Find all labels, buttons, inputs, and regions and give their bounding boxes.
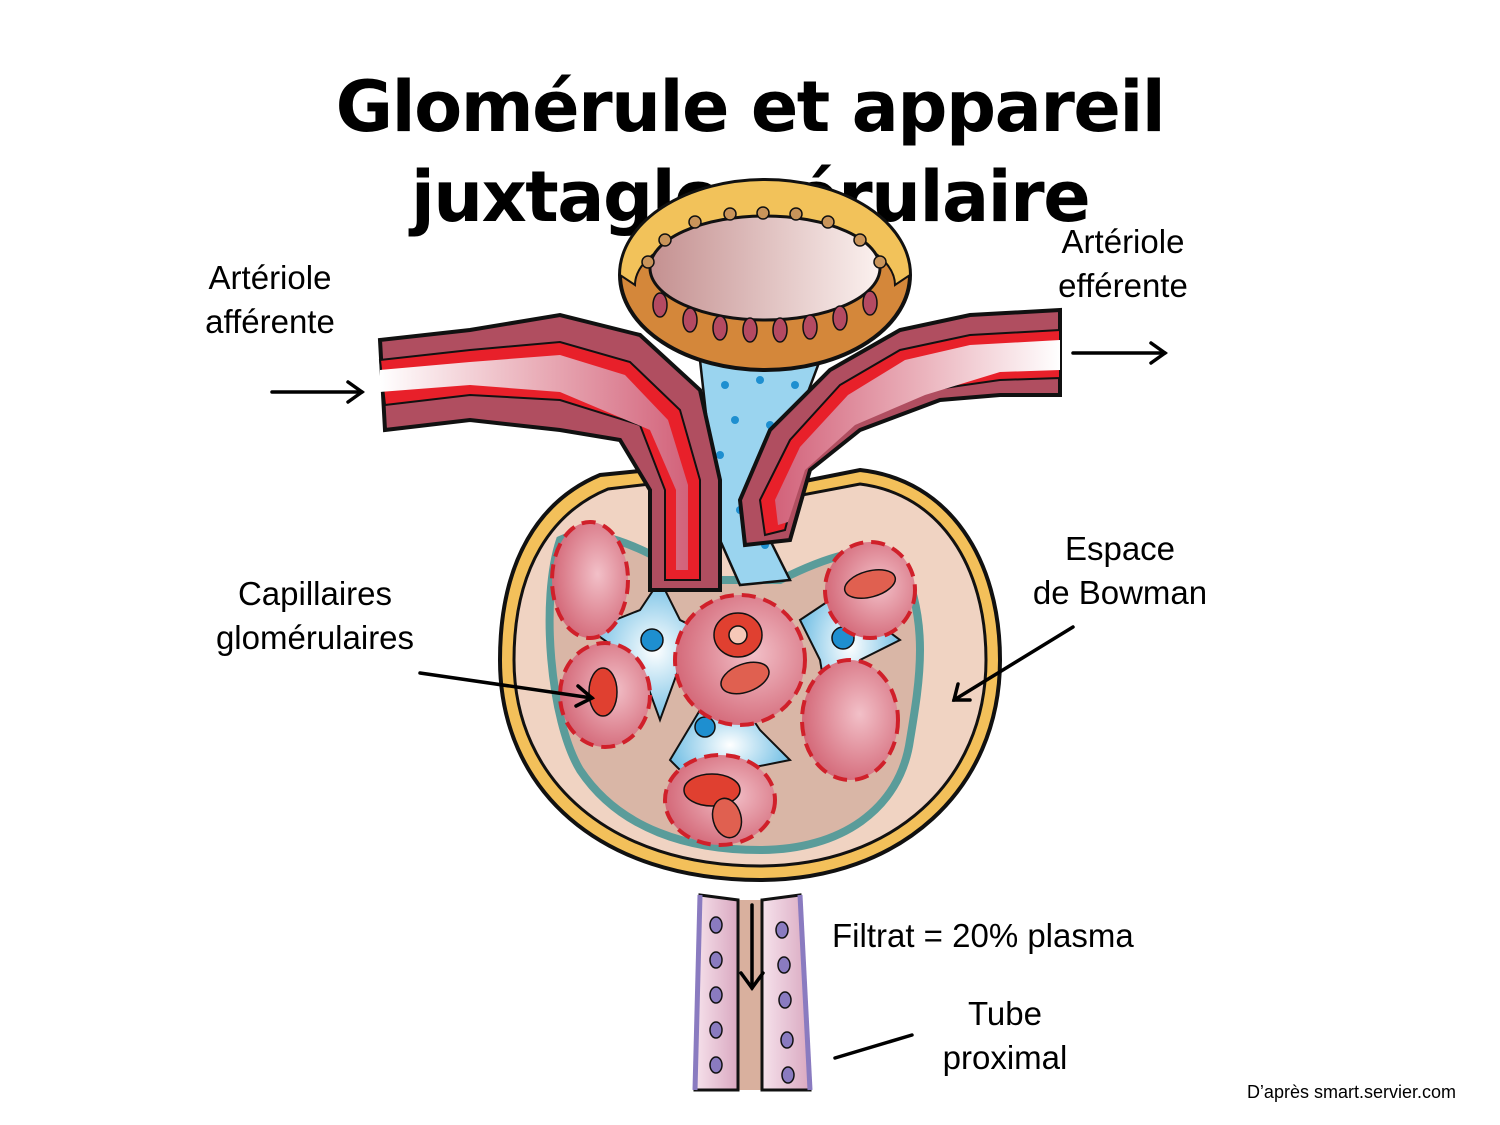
capillaries-pointer-arrow-icon <box>418 671 596 708</box>
afferent-flow-arrow-icon <box>270 380 366 404</box>
proximal-tube <box>692 893 813 1092</box>
label-line: Artériole <box>1061 223 1185 260</box>
filtrate-flow-arrow-icon <box>739 903 765 991</box>
label-line: Espace <box>1064 530 1176 567</box>
label-line: afférente <box>205 303 335 340</box>
bowman-pointer-arrow-icon <box>951 625 1075 702</box>
label-proximal-tube: Tube proximal <box>925 992 1085 1080</box>
label-filtrate: Filtrat = 20% plasma <box>832 917 1134 954</box>
label-line: Tube <box>968 995 1042 1032</box>
proximal-tube-pointer-line <box>833 1033 914 1060</box>
label-bowman-space: Espace de Bowman <box>1015 527 1225 615</box>
efferent-arteriole <box>737 307 1062 548</box>
label-afferent-arteriole: Artériole afférente <box>185 256 355 344</box>
label-glomerular-capillaries: Capillaires glomérulaires <box>200 572 430 660</box>
efferent-flow-arrow-icon <box>1071 341 1169 365</box>
label-line: Capillaires <box>237 575 393 612</box>
label-line: proximal <box>942 1039 1068 1076</box>
source-credit: D’après smart.servier.com <box>1246 1082 1456 1102</box>
pointer-arrows <box>270 341 1169 1060</box>
afferent-arteriole <box>377 312 722 592</box>
label-line: Artériole <box>208 259 332 296</box>
label-efferent-arteriole: Artériole efférente <box>1038 220 1208 308</box>
macula-densa <box>618 178 912 372</box>
label-line: de Bowman <box>1032 574 1208 611</box>
label-line: efférente <box>1058 267 1188 304</box>
label-line: glomérulaires <box>215 619 415 656</box>
